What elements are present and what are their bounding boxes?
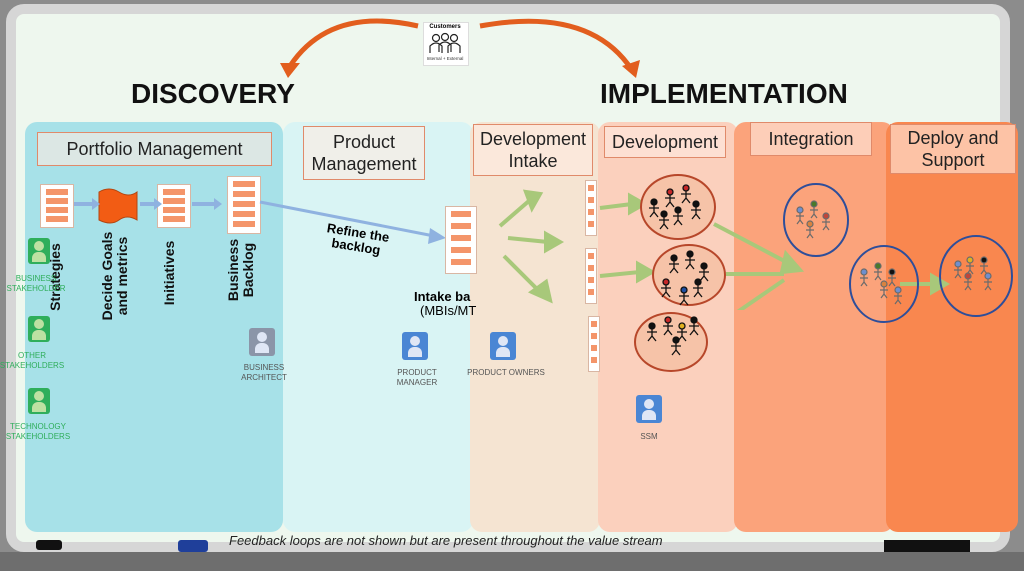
intake-doc-1: [585, 180, 597, 236]
customers-subtitle: Internal + External: [426, 56, 464, 61]
customers-title: Customers: [429, 24, 461, 30]
strategies-doc: [40, 184, 74, 228]
business-backlog-label: Business Backlog: [225, 238, 256, 302]
integration-panel: [734, 122, 894, 532]
integration-title: Integration: [750, 122, 872, 156]
business-architect-label: BUSINESS ARCHITECT: [241, 363, 287, 382]
customer-feedback-arrows: [280, 18, 640, 78]
product-owners-icon: [490, 332, 516, 360]
technology-stakeholders-icon: [28, 388, 50, 414]
product-management-panel: [283, 122, 473, 532]
eraser-icon: [884, 540, 970, 552]
business-stakeholder-label: BUSINESS STAKEHOLDER: [6, 274, 66, 293]
customers-box: [423, 22, 469, 66]
dev-team-members-icon: [647, 184, 709, 356]
other-stakeholders-icon: [28, 316, 50, 342]
ssm-label: SSM: [640, 432, 658, 441]
whiteboard-tray: [0, 552, 1024, 571]
dev-team-1: [640, 174, 716, 240]
portfolio-management-title: Portfolio Management: [37, 132, 272, 166]
goals-flag-icon: [98, 188, 138, 224]
intake-backlog-label: Intake ba (MBIs/MT: [414, 290, 476, 318]
deploy-panel: [886, 122, 1018, 532]
marker-blue-icon: [178, 540, 208, 552]
ssm-icon: [636, 395, 662, 423]
business-architect-icon: [249, 328, 275, 356]
intake-backlog-line2: (MBIs/MT: [420, 303, 477, 318]
business-stakeholder-icon: [28, 238, 50, 264]
product-manager-icon: [402, 332, 428, 360]
product-manager-label: PRODUCT MANAGER: [396, 368, 438, 387]
technology-stakeholders-label: TECHNOLOGY STAKEHOLDERS: [5, 422, 71, 441]
customers-icon: [429, 32, 461, 53]
discovery-heading: DISCOVERY: [131, 78, 295, 109]
other-stakeholders-label: OTHER STAKEHOLDERS: [0, 351, 65, 370]
intake-doc-2: [585, 248, 597, 304]
portfolio-flow-arrows: [74, 198, 222, 210]
goals-metrics-label: Decide Goals and metrics: [99, 231, 130, 321]
product-owners-label: PRODUCT OWNERS: [467, 368, 545, 377]
intake-backlog-doc: [445, 206, 477, 274]
marker-black-icon: [36, 540, 62, 550]
product-management-title: Product Management: [303, 126, 425, 180]
refine-backlog-arrow: [259, 200, 446, 244]
integration-teams: [783, 183, 1013, 323]
business-backlog-doc: [227, 176, 261, 234]
intake-to-dev-arrows: [498, 189, 951, 310]
deploy-support-title: Deploy and Support: [890, 124, 1016, 174]
development-intake-panel: [470, 122, 600, 532]
implementation-heading: IMPLEMENTATION: [600, 78, 848, 109]
development-intake-title: Development Intake: [473, 124, 593, 176]
initiatives-doc: [157, 184, 191, 228]
intake-doc-3: [588, 316, 600, 372]
development-title: Development: [604, 126, 726, 158]
intake-backlog-line1: Intake ba: [414, 289, 471, 304]
feedback-caption: Feedback loops are not shown but are pre…: [229, 533, 663, 548]
initiatives-label: Initiatives: [161, 240, 177, 306]
